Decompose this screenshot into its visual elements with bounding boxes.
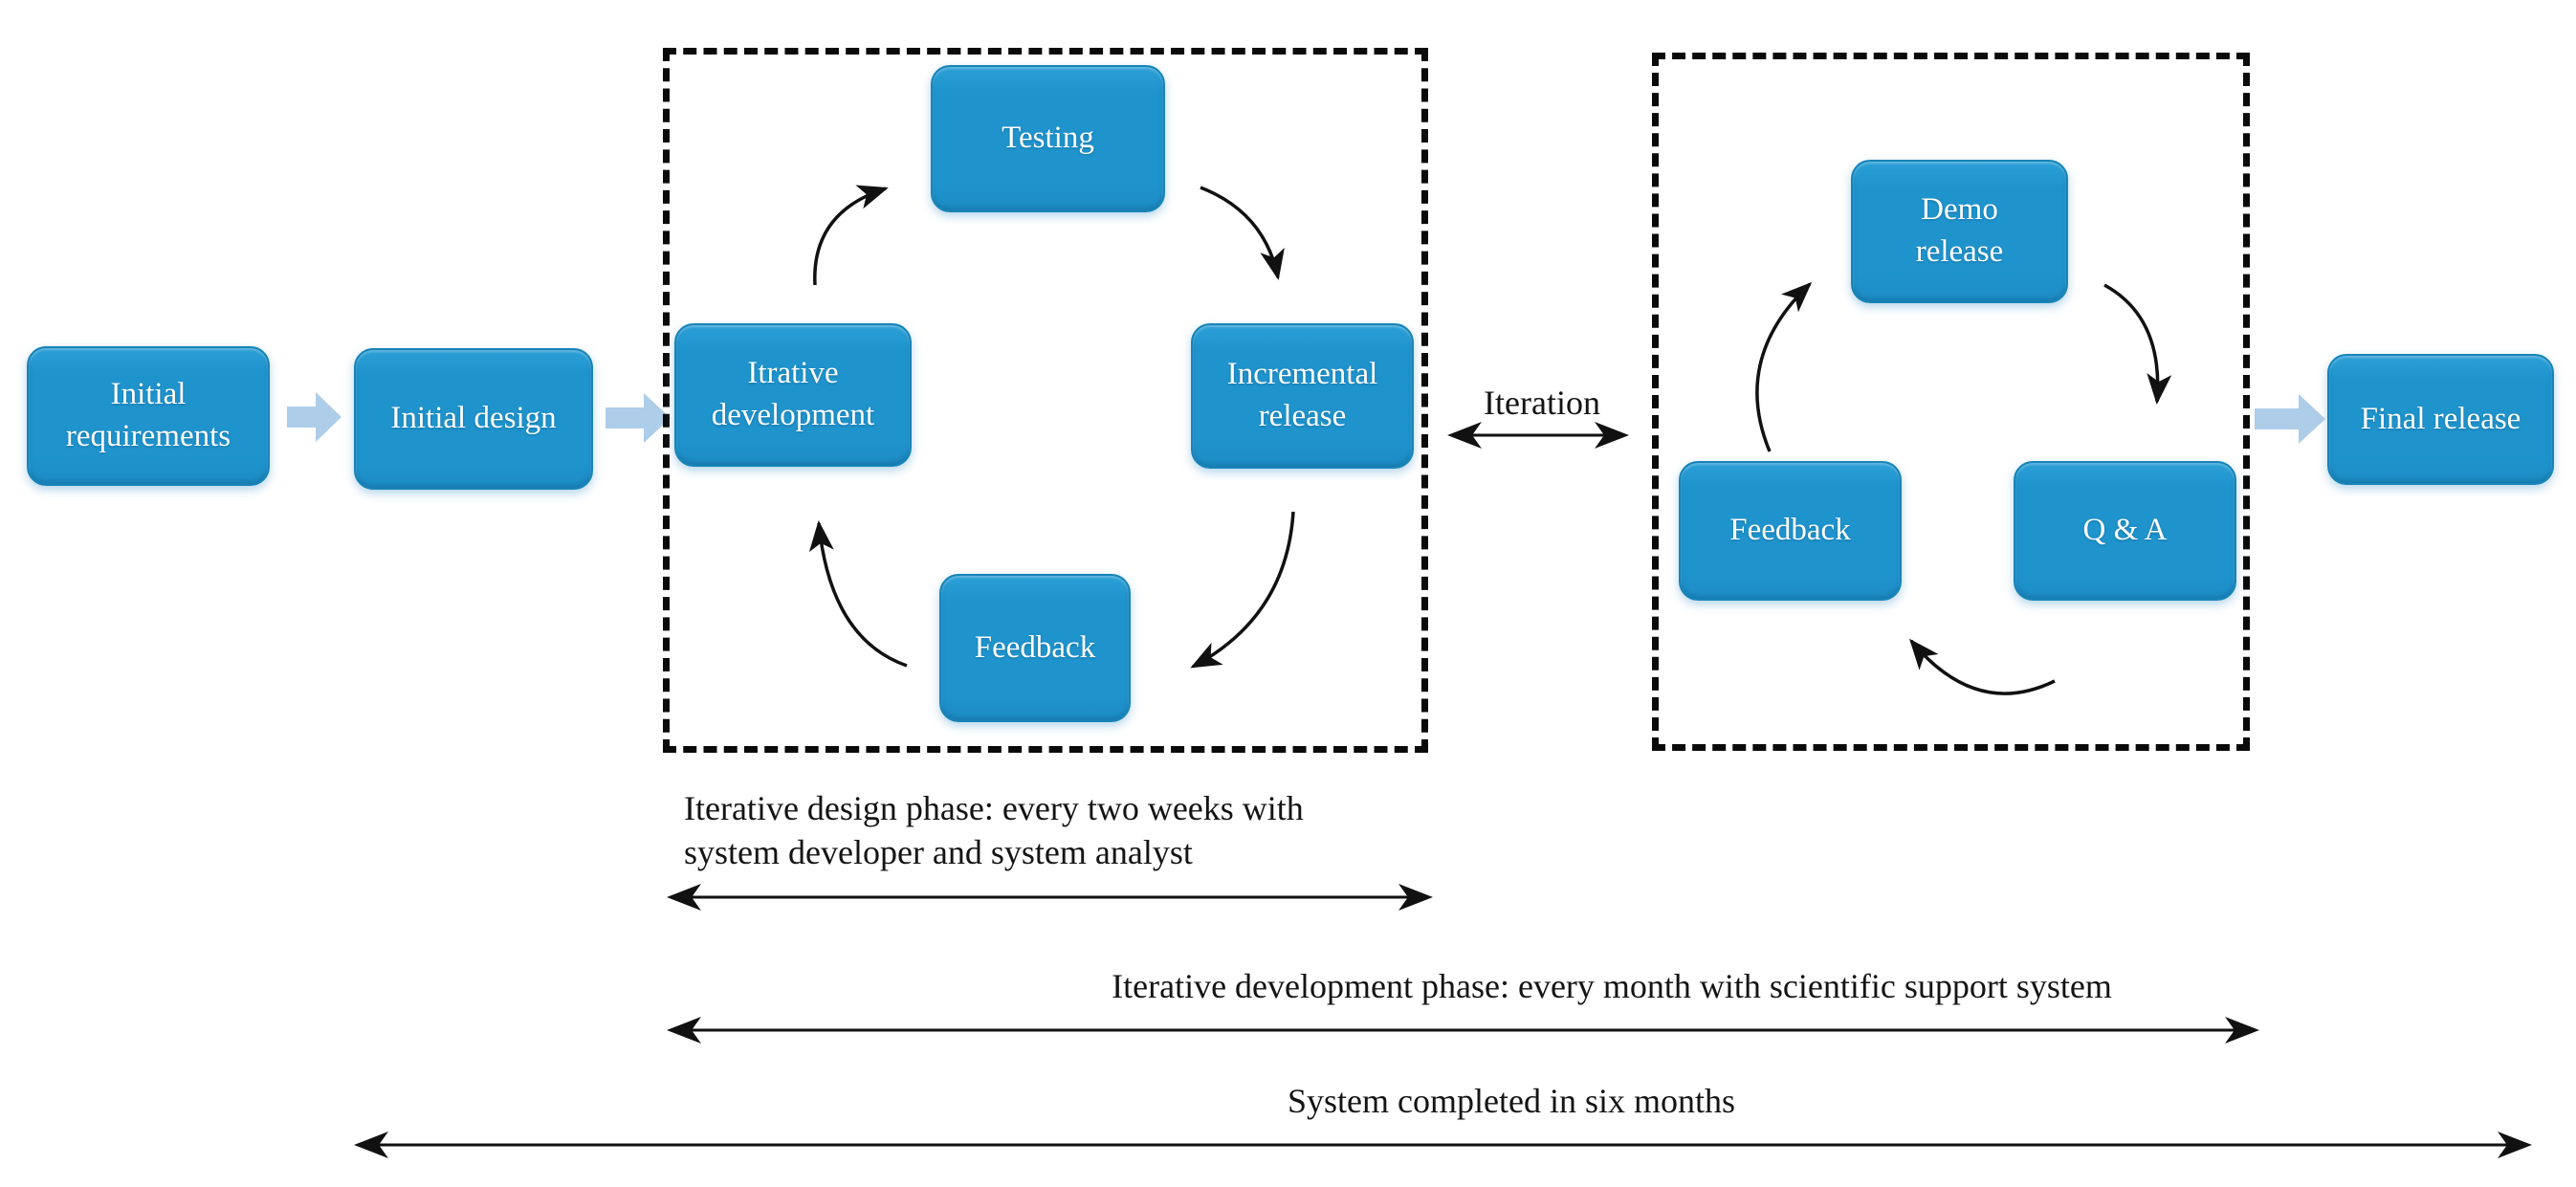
node-release-feedback-label: Feedback — [1729, 513, 1851, 548]
design-phase-caption: Iterative design phase: every two weeks … — [684, 789, 1304, 871]
node-qa-label: Q & A — [2082, 513, 2168, 548]
block-arrow-requirements-to-design — [287, 392, 341, 442]
node-qa: Q & A — [2014, 461, 2236, 601]
node-initial-requirements: Initial requirements — [27, 346, 270, 486]
node-final-release: Final release — [2327, 354, 2554, 485]
node-incremental-release: Incremental release — [1191, 323, 1414, 469]
node-iterative-development: Itrative development — [674, 323, 912, 467]
design-cycle-region — [663, 48, 1428, 753]
node-iterative-development-label: Itrative development — [711, 356, 875, 432]
iteration-arrow — [1447, 422, 1629, 449]
node-design-feedback-label: Feedback — [974, 629, 1096, 665]
node-design-feedback: Feedback — [939, 574, 1131, 722]
arrow-feedback-to-development — [808, 520, 908, 668]
completion-caption: System completed in six months — [1288, 1082, 1735, 1120]
node-initial-requirements-label: Initial requirements — [65, 377, 231, 453]
development-phase-caption: Iterative development phase: every month… — [1112, 967, 2112, 1005]
node-demo-release: Demo release — [1851, 160, 2068, 303]
iteration-label: Iteration — [1484, 384, 1600, 422]
arrow-incremental-to-feedback — [1190, 511, 1295, 669]
node-release-feedback: Feedback — [1679, 461, 1902, 601]
block-arrow-design-to-design-cycle — [605, 393, 671, 443]
block-arrow-release-cycle-to-final — [2255, 394, 2325, 444]
node-initial-design-label: Initial design — [390, 401, 557, 436]
node-final-release-label: Final release — [2360, 401, 2521, 436]
arrow-feedback-to-demo — [1755, 281, 1813, 452]
arrow-testing-to-incremental — [1200, 186, 1285, 280]
development-phase-arrow — [667, 1017, 2259, 1044]
arrow-demo-to-qa — [2103, 283, 2172, 405]
node-demo-release-label: Demo release — [1915, 192, 2004, 269]
node-testing-label: Testing — [1002, 121, 1094, 156]
node-incremental-release-label: Incremental release — [1226, 357, 1378, 433]
node-testing: Testing — [931, 65, 1165, 212]
completion-arrow — [354, 1132, 2532, 1158]
arrow-qa-to-feedback — [1909, 638, 2056, 695]
arrow-development-to-testing — [813, 185, 889, 286]
release-cycle-region — [1652, 53, 2250, 751]
design-phase-arrow — [667, 884, 1433, 911]
node-initial-design: Initial design — [354, 348, 593, 490]
